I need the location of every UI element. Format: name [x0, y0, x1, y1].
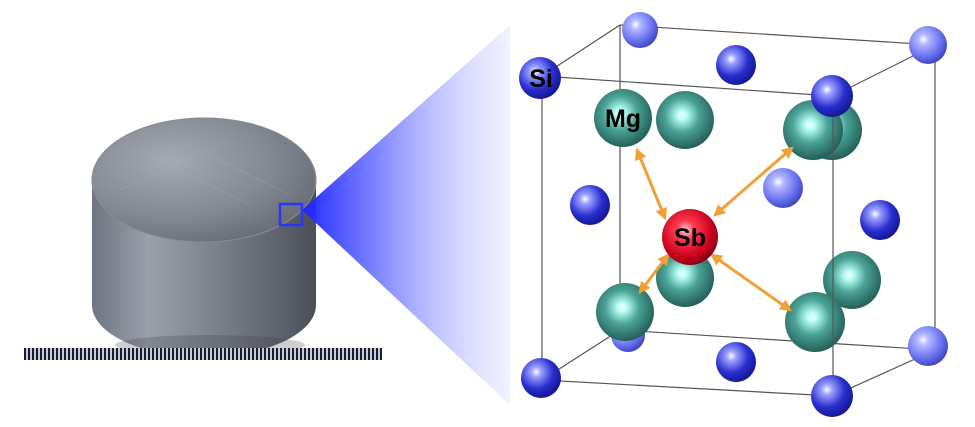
crystal-structure: Si Mg Sb	[519, 12, 948, 417]
si-atom	[811, 75, 853, 117]
zoom-cone	[302, 25, 510, 405]
si-atom	[622, 12, 658, 48]
si-atom	[716, 45, 756, 85]
si-atom	[860, 200, 900, 240]
si-atom	[909, 26, 947, 64]
sample-pellet	[91, 117, 317, 357]
mg-atom	[656, 91, 714, 149]
si-atom	[908, 326, 948, 366]
mg-atom	[656, 249, 714, 307]
mg-atom	[785, 292, 845, 352]
ruler-scale	[24, 348, 382, 360]
si-atom	[811, 375, 853, 417]
bond-arrows	[635, 146, 794, 312]
mg-atom	[823, 251, 881, 309]
sb-atom	[662, 209, 718, 265]
mg-atom	[596, 283, 654, 341]
mg-atom	[594, 89, 652, 147]
si-atom	[763, 168, 803, 208]
si-atom	[570, 185, 610, 225]
mg-label: Mg	[605, 105, 641, 133]
si-atom	[716, 342, 756, 382]
si-atom	[519, 57, 561, 99]
zoom-highlight-box	[278, 202, 304, 227]
sb-label: Sb	[674, 224, 706, 252]
si-label: Si	[529, 65, 553, 93]
si-atom	[521, 358, 561, 398]
